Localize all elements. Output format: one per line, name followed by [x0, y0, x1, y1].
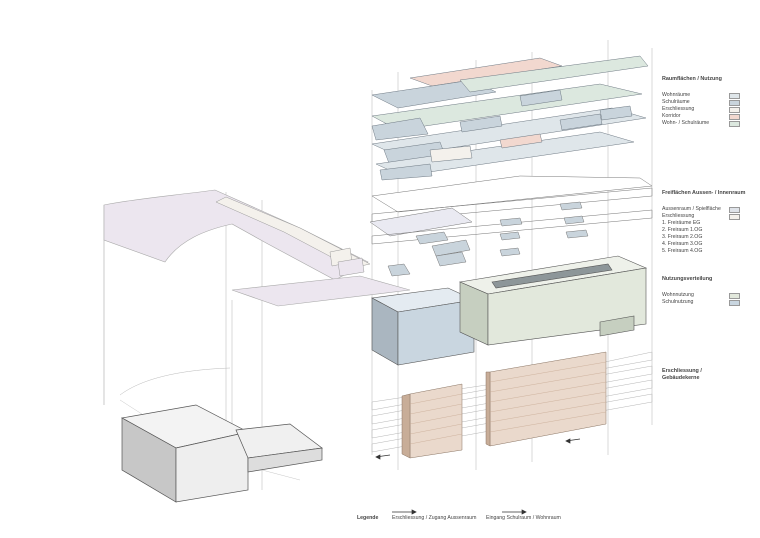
- legend-swatch: [729, 206, 740, 213]
- legend-item: 2. Freiraum 1.OG: [662, 227, 703, 233]
- bottom-legend-item-access: Erschliessung / Zugang Aussenraum: [392, 515, 477, 521]
- legend-swatch: [729, 99, 740, 106]
- legend-item: 3. Freiraum 2.OG: [662, 234, 703, 240]
- legend-item: Schulräume: [662, 99, 740, 106]
- circulation-cores: [371, 351, 653, 459]
- floor-plates-raumflaechen: [371, 55, 649, 181]
- legend-nutzungsverteilung: Nutzungsverteilung Wohnnutzung Schulnutz…: [662, 276, 740, 306]
- legend-item: Korridor: [662, 113, 740, 120]
- legend-item: 1. Freiräume EG: [662, 220, 701, 226]
- legend-swatch: [729, 299, 740, 306]
- floor-plates-freiflaechen: [369, 175, 653, 277]
- legend-freiflaechen: Freiflächen Aussen- / Innenraum Aussenra…: [662, 190, 745, 255]
- legend-item: Schulnutzung: [662, 299, 740, 306]
- legend-swatch: [729, 292, 740, 299]
- legend-item: 4. Freiraum 3.OG: [662, 241, 703, 247]
- legend-item: Erschliessung: [662, 106, 740, 113]
- entry-arrows: [375, 438, 581, 515]
- legend-swatch: [729, 113, 740, 120]
- legend-item: 5. Freiraum 4.OG: [662, 248, 703, 254]
- legend-swatch: [729, 213, 740, 220]
- legend-title: Nutzungsverteilung: [662, 276, 713, 282]
- legend-raumflaechen: Raumflächen / Nutzung Wohnräume Schulräu…: [662, 76, 740, 127]
- legend-item: Wohn- / Schulräume: [662, 120, 740, 127]
- connection-bridges: [215, 196, 371, 277]
- site-footprint: [103, 189, 411, 481]
- bottom-legend-item-entrance: Eingang Schulraum / Wohnraum: [486, 515, 561, 521]
- legend-item: Wohnnutzung: [662, 292, 740, 299]
- legend-item: Erschliessung: [662, 213, 740, 220]
- legend-item: Wohnräume: [662, 92, 740, 99]
- legend-title: Freiflächen Aussen- / Innenraum: [662, 190, 746, 196]
- legend-item: Aussenraum / Spielfläche: [662, 206, 740, 213]
- usage-volumes: [371, 255, 648, 366]
- bottom-legend-title: Legende: [357, 515, 379, 521]
- legend-title: Erschliessung / Gebäudekerne: [662, 368, 702, 381]
- legend-swatch: [729, 92, 740, 99]
- base-building-mass: [120, 404, 323, 503]
- legend-swatch: [729, 106, 740, 113]
- legend-erschliessung: Erschliessung / Gebäudekerne: [662, 368, 722, 391]
- legend-title: Raumflächen / Nutzung: [662, 76, 722, 82]
- legend-swatch: [729, 120, 740, 127]
